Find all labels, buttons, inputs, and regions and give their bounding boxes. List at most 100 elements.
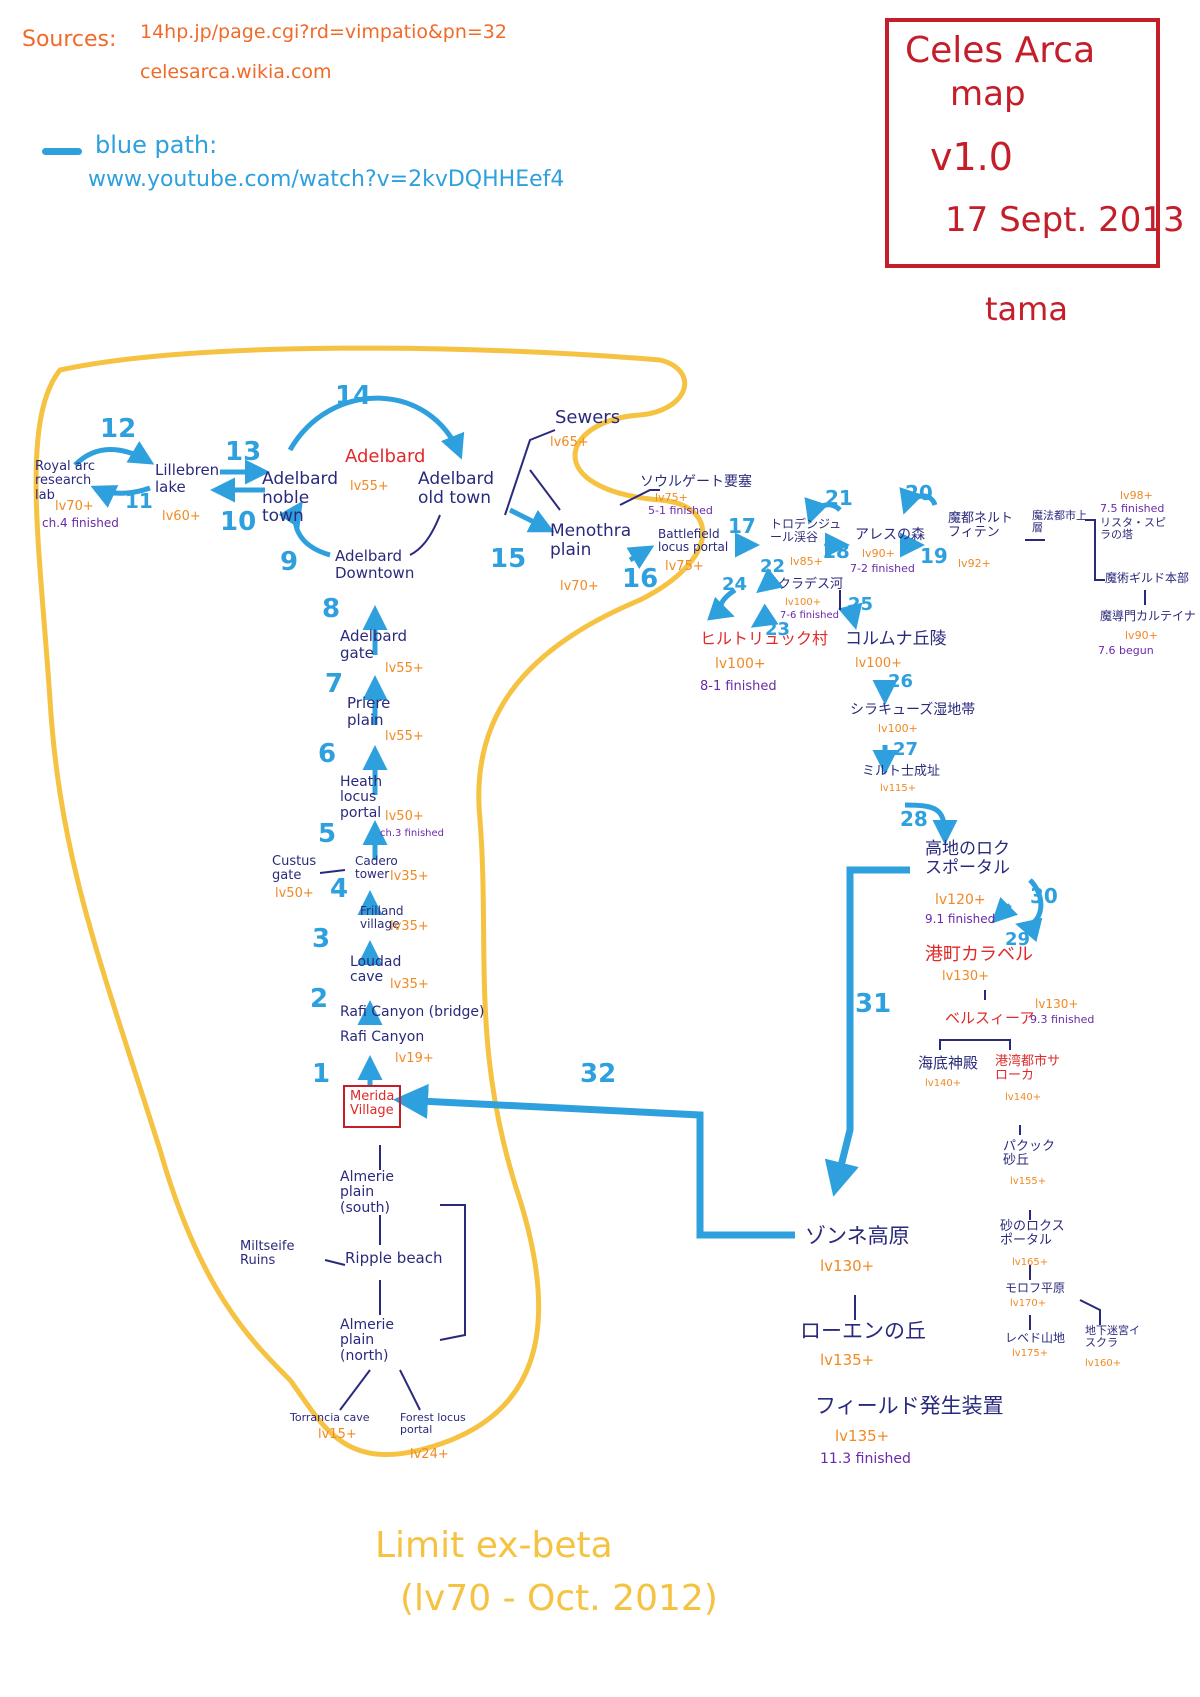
loc-karaberu: 港町カラベル (925, 944, 1033, 965)
loc-madoumon-finished: 7.6 begun (1098, 644, 1154, 657)
path-number-13: 13 (225, 437, 262, 467)
loc-morofu: モロフ平原 (1005, 1281, 1066, 1295)
loc-korumuna-level: lv100+ (855, 656, 903, 671)
path-number-25: 25 (848, 594, 874, 615)
limit-region-outline (33, 345, 706, 1458)
loc-rebedo: レベド山地 (1005, 1331, 1066, 1345)
loc-mato-level: lv92+ (958, 557, 991, 570)
loc-korumuna: コルムナ丘陵 (845, 629, 947, 649)
loc-ares-level: lv90+ (862, 547, 895, 560)
loc-forest-portal: Forest locus portal (400, 1411, 466, 1437)
path-number-26: 26 (888, 671, 914, 692)
loc-loudad: Loudad cave (350, 954, 402, 986)
loc-pakku: パクック砂丘 (1003, 1139, 1056, 1169)
loc-berusuia-finished: 9.3 finished (1030, 1013, 1095, 1026)
path-28 (904, 802, 958, 845)
loc-custus: Custus gate (272, 854, 317, 884)
loc-berusuia-level: lv130+ (1035, 997, 1079, 1011)
title-box (885, 18, 1160, 268)
loc-hiltrujuku-level: lv100+ (715, 656, 766, 672)
loc-menothra-level: lv70+ (560, 579, 599, 594)
connector-oldtown-downtown (409, 514, 441, 556)
loc-gate-level: lv55+ (385, 661, 424, 676)
loc-lista-finished: 7.5 finished (1100, 502, 1165, 515)
path-number-18: 18 (822, 539, 850, 563)
path-31-route (824, 866, 910, 1197)
loc-loudad-level: lv35+ (390, 977, 429, 992)
title-author: tama (985, 290, 1068, 328)
loc-downtown: Adelbard Downtown (335, 547, 415, 582)
path-number-20: 20 (905, 481, 933, 505)
loc-sarooka: 港湾都市サローカ (995, 1054, 1061, 1084)
loc-lista-level: lv98+ (1120, 489, 1153, 502)
loc-soul-gate-level: lv75+ (655, 491, 688, 504)
connector-mahou-branch (1085, 519, 1105, 581)
path-number-22: 22 (760, 556, 786, 577)
loc-cadero-level: lv35+ (390, 869, 429, 884)
connector-sewers-menothra (529, 469, 561, 511)
connector-morofu-chika (1079, 1299, 1101, 1325)
loc-priere-level: lv55+ (385, 729, 424, 744)
loc-madoumon: 魔導門カルテイナ (1100, 609, 1196, 623)
loc-ripple: Ripple beach (345, 1249, 443, 1267)
loc-kuradesu: クラデス河 (778, 577, 844, 592)
connector-north-torrancia (339, 1369, 371, 1411)
path-number-5: 5 (318, 819, 337, 849)
loc-madoumon-level: lv90+ (1125, 629, 1158, 642)
loc-karaberu-level: lv130+ (942, 969, 990, 984)
loc-sarooka-level: lv140+ (1005, 1092, 1042, 1103)
loc-miltseife: Miltseife Ruins (240, 1239, 295, 1269)
loc-shirakyuzu-level: lv100+ (878, 722, 918, 735)
loc-suna-level: lv165+ (1012, 1257, 1049, 1268)
path-number-3: 3 (312, 924, 331, 954)
title-line-2: map (950, 74, 1026, 114)
loc-heath-finished: ch.3 finished (380, 828, 445, 839)
path-number-30: 30 (1030, 884, 1058, 908)
loc-kouchi-level: lv120+ (935, 892, 986, 908)
path-number-15: 15 (490, 544, 527, 574)
path-23 (750, 603, 779, 628)
path-number-10: 10 (220, 507, 257, 537)
path-9 (278, 500, 331, 558)
connector-miltseife-ripple (324, 1259, 346, 1266)
loc-hiltrujuku-finished: 8-1 finished (700, 679, 777, 694)
path-15 (508, 507, 555, 533)
loc-shirakyuzu: シラキューズ湿地帯 (850, 702, 976, 718)
loc-heath-level: lv50+ (385, 809, 424, 824)
path-number-27: 27 (893, 739, 919, 760)
sources-link-2[interactable]: celesarca.wikia.com (140, 61, 332, 83)
path-number-12: 12 (100, 414, 137, 444)
loc-menothra: Menothra plain (550, 521, 632, 560)
loc-field-finished: 11.3 finished (820, 1451, 911, 1467)
loc-royal-lab-finished: ch.4 finished (42, 516, 119, 530)
loc-sewers-level: lv65+ (550, 435, 589, 450)
path-number-8: 8 (322, 594, 341, 624)
loc-noble-town: Adelbard noble town (262, 469, 338, 527)
sources-link-1[interactable]: 14hp.jp/page.cgi?rd=vimpatio&pn=32 (140, 21, 507, 43)
connector-oldtown-sewers (504, 429, 556, 516)
loc-soul-gate: ソウルゲート要塞 (640, 474, 752, 490)
connector-soul (619, 489, 660, 506)
legend-blue-label: blue path: (95, 131, 218, 159)
path-20 (899, 487, 938, 515)
loc-kuradesu-finished: 7-6 finished (780, 610, 839, 621)
loc-torrancia-level: lv15+ (318, 1427, 357, 1442)
legend-blue-url[interactable]: www.youtube.com/watch?v=2kvDQHHEef4 (88, 167, 565, 192)
title-line-1: Celes Arca (905, 30, 1096, 71)
loc-morofu-level: lv170+ (1010, 1298, 1047, 1309)
path-number-28: 28 (900, 807, 928, 831)
loc-royal-lab-level: lv70+ (55, 499, 94, 514)
loc-miruto: ミルト士成址 (862, 764, 941, 779)
path-number-9: 9 (280, 547, 299, 577)
path-21 (804, 497, 842, 525)
loc-heath: Heath locus portal (340, 774, 383, 821)
path-number-24: 24 (722, 574, 748, 595)
loc-rooen-level: lv135+ (820, 1351, 875, 1369)
loc-rafi: Rafi Canyon (340, 1029, 425, 1045)
loc-field-level: lv135+ (835, 1427, 890, 1445)
loc-priere: Priere plain (347, 694, 391, 729)
path-number-21: 21 (825, 486, 853, 510)
loc-kaitei-level: lv140+ (925, 1078, 962, 1089)
loc-zonne: ゾンネ高原 (805, 1224, 910, 1248)
